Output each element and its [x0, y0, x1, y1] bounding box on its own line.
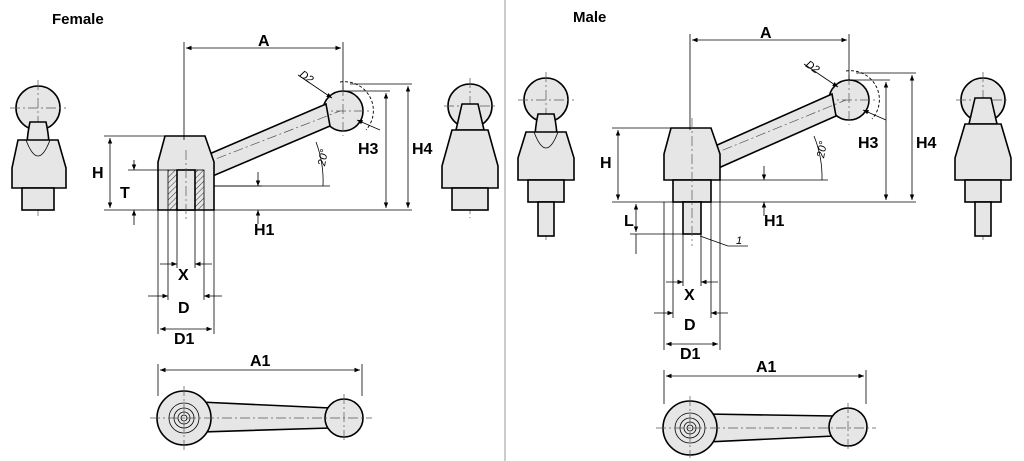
male-dim-h1: H1 [711, 166, 785, 230]
female-front-view: 20° D2 [157, 68, 381, 222]
female-dim-a: A [183, 33, 344, 140]
female-dim-x-d-d1: X D D1 [148, 210, 222, 348]
female-label-a: A [258, 33, 270, 50]
male-front-view: 20° D2 1 [663, 58, 887, 247]
male-label-a1: A1 [756, 359, 777, 376]
female-dim-a1: A1 [157, 353, 363, 396]
male-label-x: X [684, 287, 695, 304]
female-label-h1: H1 [254, 222, 275, 239]
male-top-view [656, 396, 876, 458]
female-label-a1: A1 [250, 353, 271, 370]
female-top-view [150, 386, 372, 450]
female-dim-h: H [92, 135, 166, 211]
male-side-view-right [954, 72, 1012, 240]
female-label-t: T [120, 185, 130, 202]
male-dim-h3-h4: H3 H4 [770, 72, 937, 203]
male-dim-a: A [689, 25, 850, 130]
male-label-d: D [684, 317, 696, 334]
male-dim-h: H [600, 127, 673, 203]
male-label-h: H [600, 155, 612, 172]
male-label-h4: H4 [916, 135, 937, 152]
male-dim-l: L [624, 204, 684, 254]
female-dim-h3-h4: H3 H4 [214, 83, 433, 211]
female-d2-label: D2 [297, 68, 315, 86]
female-label-h: H [92, 165, 104, 182]
female-label-d1: D1 [174, 331, 195, 348]
male-dim-a1: A1 [663, 359, 867, 404]
female-title: Female [52, 11, 104, 28]
female-dim-t: T [120, 160, 168, 225]
female-label-x: X [178, 267, 189, 284]
male-angle-label: 20° [815, 140, 830, 160]
female-angle-label: 20° [316, 148, 331, 168]
male-label-a: A [760, 25, 772, 42]
female-dim-h1: H1 [214, 172, 275, 239]
female-label-h3: H3 [358, 141, 379, 158]
male-callout-1: 1 [736, 235, 742, 247]
female-label-d: D [178, 300, 190, 317]
female-side-view-left [10, 80, 67, 218]
male-label-h3: H3 [858, 135, 879, 152]
male-side-view-left [517, 72, 575, 240]
female-panel: Female [10, 11, 499, 450]
female-label-h4: H4 [412, 141, 433, 158]
male-label-h1: H1 [764, 213, 785, 230]
male-title: Male [573, 9, 606, 26]
female-side-view-right [441, 78, 499, 218]
male-dim-x-d-d1: X D D1 [654, 180, 728, 363]
male-label-l: L [624, 213, 634, 230]
male-label-d1: D1 [680, 346, 701, 363]
male-panel: Male 20° [517, 9, 1012, 458]
